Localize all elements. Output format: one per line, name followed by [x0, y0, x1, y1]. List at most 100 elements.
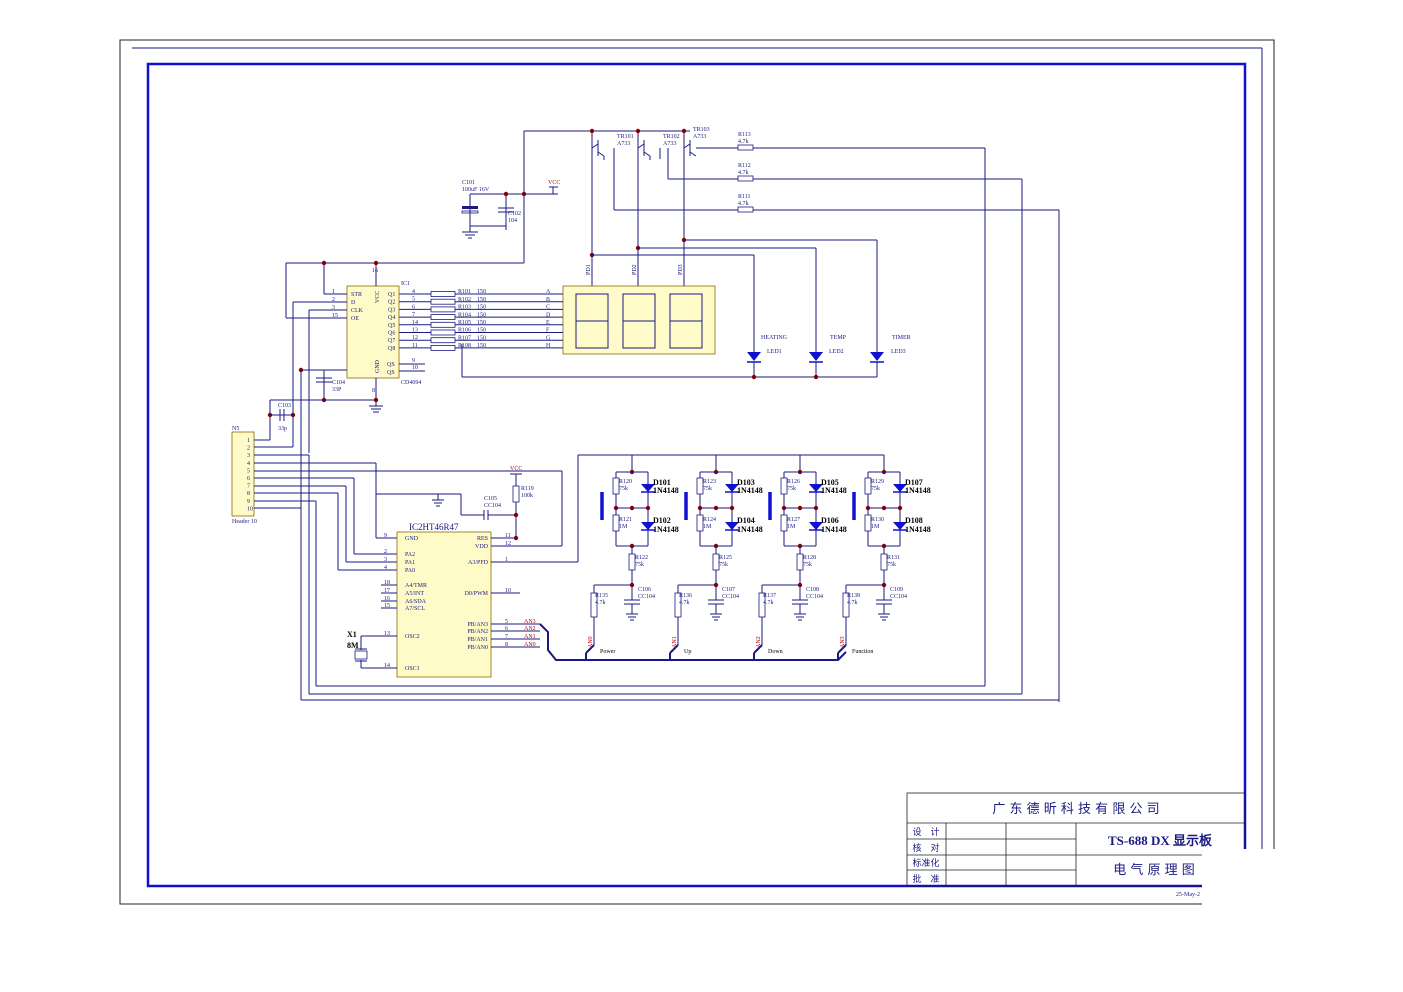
r119-value: 100k — [521, 493, 533, 499]
key-diode2-ref: D106 — [821, 516, 839, 525]
row-check: 核 对 — [912, 842, 939, 854]
ic2-pin-name: PA0 — [405, 568, 415, 574]
key-res-top-value: 75k — [871, 486, 880, 492]
led-temp-label: TEMP — [830, 335, 847, 341]
key-cap-ref: C107 — [722, 587, 735, 593]
ic1-output-name: Q2 — [388, 300, 395, 306]
key-name: Up — [684, 649, 691, 655]
ic2-pin-number: 1 — [505, 557, 508, 563]
n5-pin-number: 7 — [247, 484, 250, 490]
title-block: 广 东 德 昕 科 技 有 限 公 司 TS-688 DX 显示板 电 气 原 … — [906, 792, 1282, 909]
r111-label: R111 — [738, 194, 751, 200]
key-res-bot-ref: R125 — [719, 555, 732, 561]
segment-resistor-ref: R108 — [458, 343, 471, 349]
key-diode2-ref: D108 — [905, 516, 923, 525]
ic1-vcc-pin: VCC — [375, 291, 381, 303]
n5-pin-number: 8 — [247, 491, 250, 497]
segment-letter: G — [546, 335, 551, 341]
ic1-gnd-pin: GND — [375, 359, 381, 373]
ic2-pin-number: 3 — [384, 557, 387, 563]
key-input-block: R12675kR1271MD1051N4148D1061N4148R12875k… — [753, 455, 847, 660]
c103-value: 33p — [278, 426, 287, 432]
ic2-pin-name: OSC2 — [405, 634, 420, 640]
key-res-mid-ref: R127 — [787, 517, 800, 523]
n5-pin-number: 9 — [247, 499, 250, 505]
key-diode2-part: 1N4148 — [905, 525, 931, 534]
ic2-pin-number: 11 — [505, 533, 511, 539]
n5-header: N5 Header 10 — [231, 426, 257, 525]
c102-value: 104 — [508, 218, 517, 224]
company-name: 广 东 德 昕 科 技 有 限 公 司 — [992, 802, 1159, 817]
key-diode1-ref: D105 — [821, 478, 839, 487]
key-input-block: R12975kR1301MD1071N4148D1081N4148R13175k… — [837, 455, 931, 660]
key-res-mid-ref: R124 — [703, 517, 716, 523]
ic1-pin8: 8 — [372, 388, 375, 394]
key-cap-ref: C106 — [638, 587, 651, 593]
key-pull-ref: R136 — [679, 593, 692, 599]
ic2-pin-name: PB/AN1 — [467, 637, 488, 643]
key-res-bot-value: 75k — [887, 562, 896, 568]
segment-resistor-ref: R101 — [458, 289, 471, 295]
ic1-pin-number: 1 — [332, 289, 335, 295]
key-diode1-part: 1N4148 — [653, 486, 679, 495]
power-caps: C101 100uF 16V C102 104 VCC — [461, 130, 690, 239]
segment-resistor-ref: R103 — [458, 305, 471, 311]
led-timer-label: TIMER — [892, 335, 911, 341]
key-res-top-ref: R120 — [619, 479, 632, 485]
c103-label: C103 — [278, 403, 291, 409]
status-leds: HEATING TEMP TIMER LED1 LED2 LED3 — [461, 240, 911, 380]
ic1-output-number: 4 — [412, 289, 415, 295]
ic1-pin9: 9 — [412, 358, 415, 364]
ic1-output-name: Q4 — [388, 315, 395, 321]
key-res-top-value: 75k — [787, 486, 796, 492]
key-cap-value: CC104 — [638, 594, 655, 600]
segment-resistor-ref: R107 — [458, 335, 471, 341]
an1-net: AN1 — [524, 634, 536, 640]
ic1-output-number: 6 — [412, 304, 415, 310]
ic1-part: CD4094 — [401, 380, 421, 386]
ic1-pin-name: OE — [351, 316, 359, 322]
key-diode2-part: 1N4148 — [821, 525, 847, 534]
key-pull-value: 4.7k — [595, 600, 606, 606]
r113-value: 4.7k — [738, 139, 749, 145]
ic2-pin-number: 13 — [384, 631, 390, 637]
r119-label: R119 — [521, 486, 534, 492]
x1-label: X1 — [347, 630, 357, 639]
segment-resistor — [430, 337, 456, 344]
r112-value: 4.7k — [738, 170, 749, 176]
key-name: Power — [600, 649, 615, 655]
segment-letter: B — [546, 297, 550, 303]
ic2-pin-number: 4 — [384, 565, 387, 571]
led1-label: LED1 — [767, 349, 782, 355]
key-input-block: R12375kR1241MD1031N4148D1041N4148R12575k… — [669, 455, 763, 660]
tr101-part: A733 — [617, 141, 630, 147]
segment-resistor-value: 150 — [477, 305, 486, 311]
c102-label: C102 — [508, 211, 521, 217]
x1-value: 8M — [347, 641, 359, 650]
ic1-label: IC1 — [401, 281, 410, 287]
key-an-net: AN3 — [840, 636, 846, 648]
key-res-bot-value: 75k — [635, 562, 644, 568]
n5-wiring — [254, 436, 1059, 701]
segment-resistor-value: 150 — [477, 320, 486, 326]
r112-label: R112 — [738, 163, 751, 169]
ic2-pin-name: A4/TMR — [405, 583, 427, 589]
vcc-label-top: VCC — [548, 180, 560, 186]
n5-pin-number: 10 — [247, 506, 253, 512]
key-res-mid-ref: R121 — [619, 517, 632, 523]
key-diode1-ref: D103 — [737, 478, 755, 487]
segment-resistor-value: 150 — [477, 289, 486, 295]
ic2-pin-number: 15 — [384, 603, 390, 609]
ic2-pin-name: OSC1 — [405, 666, 420, 672]
drawing-name: 电 气 原 理 图 — [1113, 862, 1195, 878]
ic2-pin-name: PB/AN2 — [467, 629, 488, 635]
key-diode2-part: 1N4148 — [737, 525, 763, 534]
key-diode1-ref: D107 — [905, 478, 923, 487]
n5-part: Header 10 — [232, 519, 257, 525]
ic2-pin-name: D0/PWM — [465, 591, 489, 597]
ic1-output-number: 11 — [412, 343, 418, 349]
key-res-bot-value: 75k — [719, 562, 728, 568]
